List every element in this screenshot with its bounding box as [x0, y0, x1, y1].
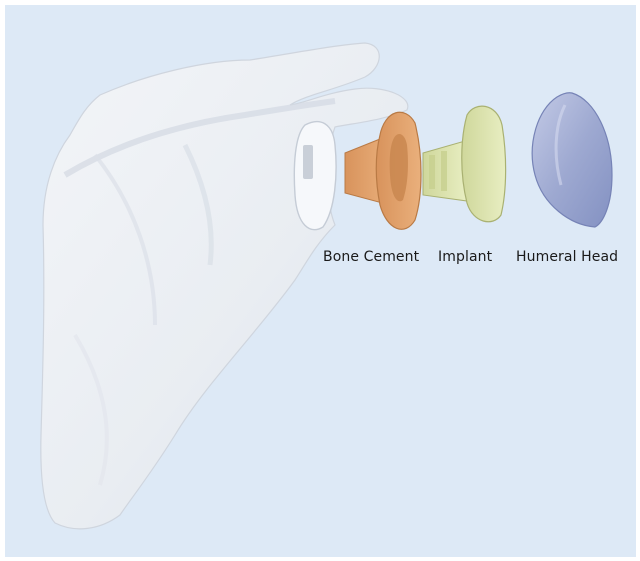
figure-canvas: Bone Cement Implant Humeral Head	[5, 5, 636, 557]
scapula	[41, 43, 408, 529]
humeral-head-component	[532, 93, 612, 227]
exploded-view-diagram	[5, 5, 636, 557]
implant-component	[423, 106, 506, 222]
glenoid-cavity	[294, 122, 336, 230]
implant-label: Implant	[438, 249, 492, 265]
bone-cement-label: Bone Cement	[323, 249, 419, 265]
bone-cement-component	[345, 112, 421, 229]
humeral-head-label: Humeral Head	[516, 249, 618, 265]
